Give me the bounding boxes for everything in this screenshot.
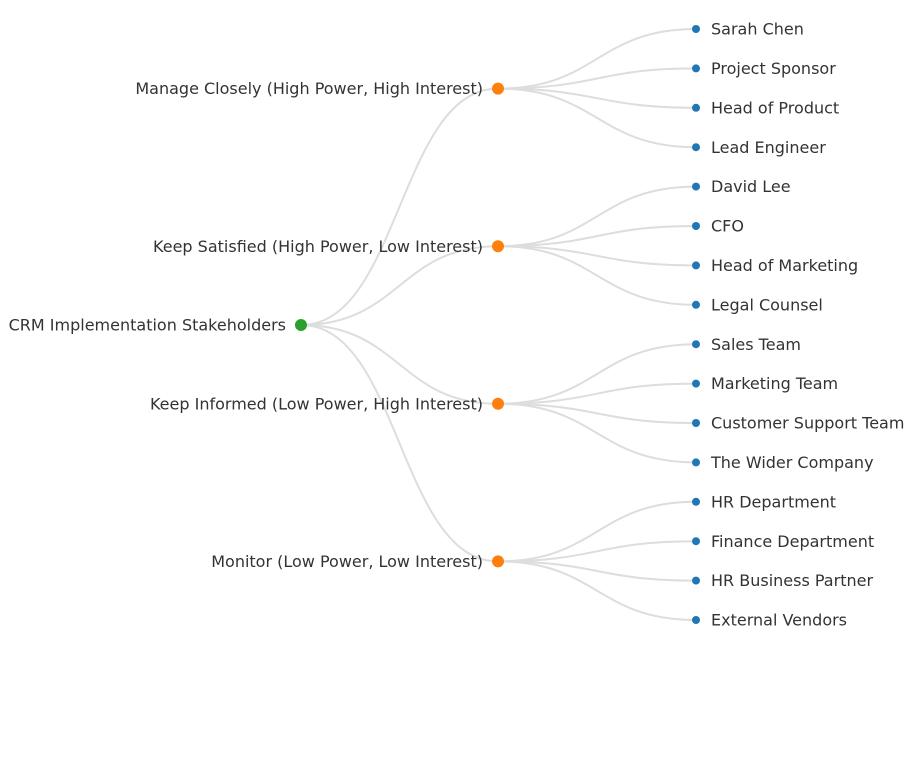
leaf-node-dot[interactable]	[692, 222, 700, 230]
leaf-node-label: Project Sponsor	[711, 59, 836, 78]
leaf-node-david-lee[interactable]: David Lee	[692, 177, 791, 196]
group-node-manage-closely[interactable]: Manage Closely (High Power, High Interes…	[135, 79, 504, 98]
link-to-the-wider-company	[497, 402, 697, 464]
leaf-node-label: HR Department	[711, 492, 836, 511]
group-node-monitor[interactable]: Monitor (Low Power, Low Interest)	[211, 552, 504, 571]
link-to-cfo	[497, 225, 697, 248]
group-node-dot[interactable]	[492, 397, 504, 410]
leaf-node-label: The Wider Company	[710, 453, 874, 472]
leaf-node-dot[interactable]	[692, 340, 700, 349]
leaf-node-label: Legal Counsel	[711, 295, 823, 314]
leaf-node-label: Head of Marketing	[711, 256, 858, 275]
leaf-node-head-of-product[interactable]: Head of Product	[692, 98, 839, 117]
leaf-node-dot[interactable]	[692, 300, 700, 309]
link-to-sarah-chen	[497, 28, 697, 90]
leaf-node-dot[interactable]	[692, 182, 700, 191]
leaf-node-dot[interactable]	[692, 25, 700, 33]
leaf-node-marketing-team[interactable]: Marketing Team	[692, 374, 838, 393]
leaf-node-the-wider-company[interactable]: The Wider Company	[692, 453, 874, 472]
leaf-node-dot[interactable]	[692, 419, 700, 427]
leaf-node-dot[interactable]	[692, 537, 700, 546]
link-to-legal-counsel	[497, 245, 697, 306]
link-to-customer-support-team	[497, 402, 697, 424]
leaf-node-finance-department[interactable]: Finance Department	[692, 532, 874, 551]
leaf-node-label: CFO	[711, 217, 744, 236]
leaf-node-sarah-chen[interactable]: Sarah Chen	[692, 20, 804, 39]
group-node-label: Monitor (Low Power, Low Interest)	[211, 552, 483, 571]
group-node-keep-informed[interactable]: Keep Informed (Low Power, High Interest)	[150, 394, 504, 413]
leaf-node-label: Sarah Chen	[711, 20, 804, 39]
link-root-to-keep-satisfied	[300, 245, 499, 326]
leaf-node-dot[interactable]	[692, 103, 700, 112]
link-to-lead-engineer	[497, 87, 697, 149]
leaf-node-sales-team[interactable]: Sales Team	[692, 335, 801, 354]
group-node-label: Keep Satisfied (High Power, Low Interest…	[153, 237, 483, 256]
leaf-node-head-of-marketing[interactable]: Head of Marketing	[692, 256, 858, 275]
group-node-dot[interactable]	[492, 240, 504, 253]
link-to-head-of-marketing	[497, 245, 697, 267]
leaf-node-label: Customer Support Team	[711, 414, 904, 433]
root-node-crm-implementation-stakeholders[interactable]: CRM Implementation Stakeholders	[9, 316, 307, 335]
root-node-dot[interactable]	[295, 319, 307, 331]
group-node-dot[interactable]	[492, 555, 504, 568]
leaf-node-external-vendors[interactable]: External Vendors	[692, 611, 847, 630]
link-to-head-of-product	[497, 87, 697, 109]
leaf-node-label: Finance Department	[711, 532, 874, 551]
link-to-hr-business-partner	[497, 560, 697, 582]
leaf-node-lead-engineer[interactable]: Lead Engineer	[692, 138, 826, 157]
leaf-node-dot[interactable]	[692, 497, 700, 506]
group-node-label: Manage Closely (High Power, High Interes…	[135, 79, 483, 98]
link-to-external-vendors	[497, 560, 697, 621]
leaf-node-hr-department[interactable]: HR Department	[692, 492, 836, 511]
group-node-dot[interactable]	[492, 82, 504, 95]
leaf-node-hr-business-partner[interactable]: HR Business Partner	[692, 571, 873, 590]
link-to-finance-department	[497, 540, 697, 563]
link-root-to-keep-informed	[300, 324, 499, 405]
leaf-node-label: Lead Engineer	[711, 138, 826, 157]
leaf-node-label: Marketing Team	[711, 374, 838, 393]
group-node-keep-satisfied[interactable]: Keep Satisfied (High Power, Low Interest…	[153, 237, 504, 256]
link-to-sales-team	[497, 343, 697, 405]
leaf-node-dot[interactable]	[692, 458, 700, 467]
link-to-david-lee	[497, 185, 697, 248]
link-root-to-manage-closely	[300, 87, 499, 326]
root-node-label: CRM Implementation Stakeholders	[9, 316, 286, 335]
leaf-node-dot[interactable]	[692, 143, 700, 152]
leaf-node-cfo[interactable]: CFO	[692, 217, 744, 236]
leaf-node-label: HR Business Partner	[711, 571, 873, 590]
leaf-node-label: Sales Team	[711, 335, 801, 354]
group-node-label: Keep Informed (Low Power, High Interest)	[150, 394, 483, 413]
link-root-to-monitor	[300, 324, 499, 563]
leaf-node-dot[interactable]	[692, 261, 700, 270]
leaf-node-dot[interactable]	[692, 576, 700, 585]
leaf-node-label: David Lee	[711, 177, 791, 196]
leaf-node-label: Head of Product	[711, 98, 839, 117]
leaf-node-project-sponsor[interactable]: Project Sponsor	[692, 59, 836, 78]
leaf-node-dot[interactable]	[692, 616, 700, 624]
link-to-project-sponsor	[497, 67, 697, 90]
tree-links	[300, 28, 697, 621]
leaf-node-dot[interactable]	[692, 64, 700, 73]
leaf-node-label: External Vendors	[711, 611, 847, 630]
leaf-node-legal-counsel[interactable]: Legal Counsel	[692, 295, 823, 314]
leaf-node-dot[interactable]	[692, 379, 700, 388]
link-to-marketing-team	[497, 382, 697, 405]
leaf-node-customer-support-team[interactable]: Customer Support Team	[692, 414, 904, 433]
link-to-hr-department	[497, 500, 697, 563]
